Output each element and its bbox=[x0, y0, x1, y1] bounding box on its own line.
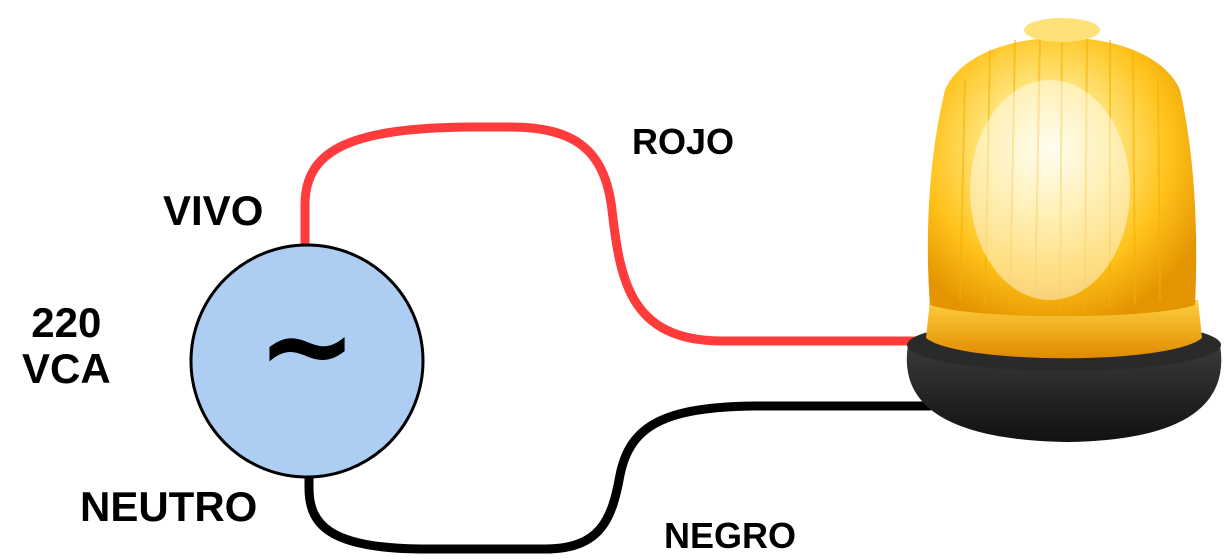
label-vivo: VIVO bbox=[163, 187, 264, 234]
beacon-base bbox=[906, 345, 1222, 442]
live-wire bbox=[300, 122, 935, 346]
amber-warning-beacon-icon bbox=[906, 18, 1222, 442]
neutral-wire bbox=[304, 401, 935, 554]
label-negro: NEGRO bbox=[664, 515, 797, 556]
beacon-dome-ribs bbox=[959, 32, 1161, 311]
ac-source-circle bbox=[189, 243, 425, 479]
label-rojo: ROJO bbox=[632, 121, 735, 162]
voltage-unit: VCA bbox=[22, 345, 111, 392]
ac-tilde-symbol: ~ bbox=[256, 277, 358, 416]
label-neutro: NEUTRO bbox=[80, 483, 258, 530]
beacon-ring bbox=[926, 300, 1202, 359]
voltage-value: 220 bbox=[31, 299, 102, 346]
beacon-dome bbox=[927, 37, 1197, 317]
beacon-glow bbox=[970, 80, 1130, 300]
beacon-cap bbox=[1024, 18, 1100, 42]
voltage-label: 220 VCA bbox=[22, 300, 111, 392]
